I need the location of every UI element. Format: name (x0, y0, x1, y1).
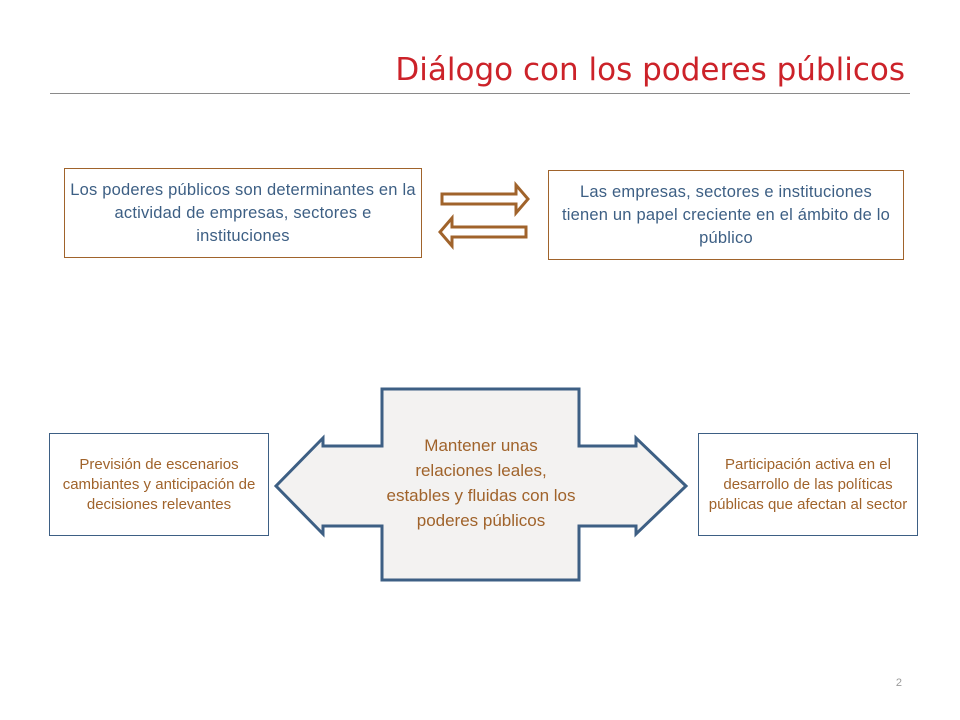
left-arrow-icon (438, 213, 528, 251)
public-powers-box: Los poderes públicos son determinantes e… (64, 168, 422, 258)
policy-participation-box: Participación activa en el desarrollo de… (698, 433, 918, 536)
page-number: 2 (895, 677, 902, 689)
right-arrow-icon (440, 180, 530, 218)
policy-participation-text: Participación activa en el desarrollo de… (708, 455, 908, 513)
companies-role-box: Las empresas, sectores e instituciones t… (548, 170, 904, 260)
public-powers-text: Los poderes públicos son determinantes e… (70, 180, 416, 245)
scenario-forecast-text: Previsión de escenarios cambiantes y ant… (62, 455, 256, 513)
double-arrow-shape (273, 387, 689, 582)
companies-role-text: Las empresas, sectores e instituciones t… (561, 182, 891, 247)
slide-title: Diálogo con los poderes públicos (395, 52, 905, 88)
relations-goal-text: Mantener unas relaciones leales, estable… (386, 436, 576, 530)
title-divider (50, 93, 910, 94)
scenario-forecast-box: Previsión de escenarios cambiantes y ant… (49, 433, 269, 536)
